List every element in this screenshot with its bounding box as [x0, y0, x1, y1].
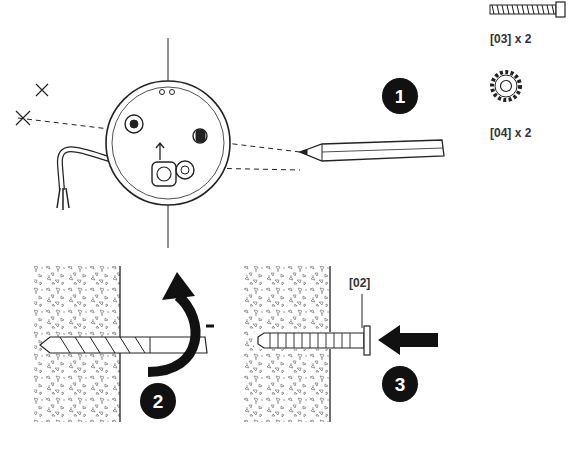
callout-text: 1 — [395, 87, 406, 106]
washer-part — [492, 72, 520, 100]
callout-text: 2 — [153, 392, 164, 411]
screw-part — [490, 2, 565, 17]
leader-line — [362, 294, 363, 328]
part-label: [04] x 2 — [490, 127, 531, 140]
base-plate-figure — [16, 38, 444, 248]
drilling-figure — [34, 266, 214, 422]
anchor-figure — [244, 266, 438, 422]
part-label: [03] x 2 — [490, 33, 531, 46]
callout-number: 2 — [140, 383, 176, 419]
callout-text: 3 — [395, 375, 406, 394]
callout-number: 1 — [382, 78, 418, 114]
part-label: [02] — [349, 277, 370, 290]
callout-number: 3 — [382, 366, 418, 402]
